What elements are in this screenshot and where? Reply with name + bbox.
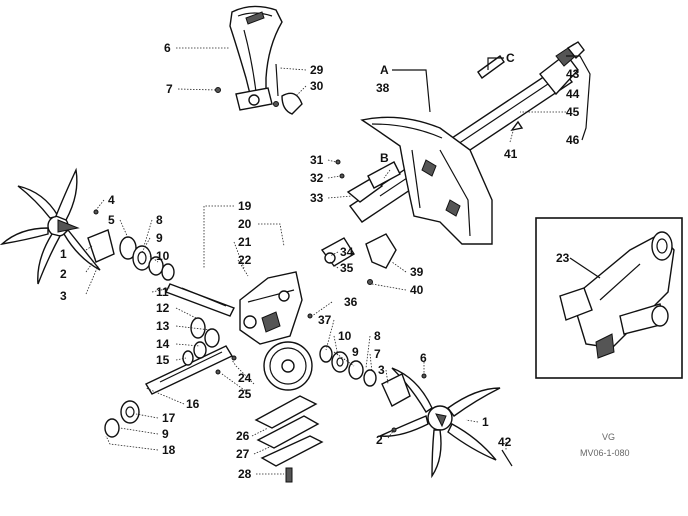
callout-45: 45 bbox=[566, 105, 580, 119]
callout-labels: A B C 1 1 2 2 3 3 4 5 6 6 7 7 8 8 9 9 9 … bbox=[60, 41, 580, 481]
callout-9-right: 9 bbox=[352, 345, 359, 359]
callout-18: 18 bbox=[162, 443, 176, 457]
worm-gear bbox=[263, 341, 313, 391]
callout-4: 4 bbox=[108, 193, 115, 207]
callout-23: 23 bbox=[556, 251, 570, 265]
handle-screw bbox=[273, 63, 279, 107]
callout-8-right: 8 bbox=[374, 329, 381, 343]
debris-shield bbox=[360, 116, 493, 245]
left-bearing-stack bbox=[93, 209, 220, 438]
left-tine bbox=[0, 167, 101, 285]
callout-2-right: 2 bbox=[376, 433, 383, 447]
callout-7-right: 7 bbox=[374, 347, 381, 361]
callout-30: 30 bbox=[310, 79, 324, 93]
callout-36: 36 bbox=[344, 295, 358, 309]
callout-44: 44 bbox=[566, 87, 580, 101]
drain-plug bbox=[285, 467, 293, 483]
callout-19: 19 bbox=[238, 199, 252, 213]
callout-A: A bbox=[380, 63, 389, 77]
callout-5: 5 bbox=[108, 213, 115, 227]
callout-10-left: 10 bbox=[156, 249, 170, 263]
worm-shaft bbox=[165, 283, 235, 317]
callout-11: 11 bbox=[156, 285, 169, 299]
handle-clip bbox=[281, 92, 303, 115]
ref-code-line-1: VG bbox=[602, 432, 615, 442]
callout-43: 43 bbox=[566, 67, 580, 81]
callout-38: 38 bbox=[376, 81, 390, 95]
callout-9-left: 9 bbox=[156, 231, 163, 245]
inset-detail bbox=[535, 217, 683, 379]
gearbox-housing bbox=[239, 271, 303, 345]
callout-46: 46 bbox=[566, 133, 580, 147]
callout-9-lower: 9 bbox=[162, 427, 169, 441]
callout-6-top: 6 bbox=[164, 41, 171, 55]
callout-26: 26 bbox=[236, 429, 250, 443]
cable-clip bbox=[510, 120, 524, 132]
callout-25: 25 bbox=[238, 387, 252, 401]
callout-1-left: 1 bbox=[60, 247, 67, 261]
callout-29: 29 bbox=[310, 63, 324, 77]
callout-3-left: 3 bbox=[60, 289, 67, 303]
callout-14: 14 bbox=[156, 337, 170, 351]
callout-42: 42 bbox=[498, 435, 512, 449]
callout-27: 27 bbox=[236, 447, 250, 461]
callout-32: 32 bbox=[310, 171, 324, 185]
callout-12: 12 bbox=[156, 301, 170, 315]
handle-grip bbox=[229, 5, 283, 111]
callout-20: 20 bbox=[238, 217, 252, 231]
callout-8-left: 8 bbox=[156, 213, 163, 227]
callout-13: 13 bbox=[156, 319, 170, 333]
callout-22: 22 bbox=[238, 253, 252, 267]
callout-41: 41 bbox=[504, 147, 518, 161]
callout-B: B bbox=[380, 151, 389, 165]
gasket-plates bbox=[254, 395, 324, 467]
callout-40: 40 bbox=[410, 283, 424, 297]
callout-2-left: 2 bbox=[60, 267, 67, 281]
callout-39: 39 bbox=[410, 265, 424, 279]
callout-35: 35 bbox=[340, 261, 354, 275]
callout-C: C bbox=[506, 51, 515, 65]
tine-hub-right bbox=[381, 373, 513, 467]
leader-lines bbox=[85, 47, 601, 475]
callout-10-right: 10 bbox=[338, 329, 352, 343]
tine-hub-left bbox=[87, 229, 115, 263]
handle-bolt bbox=[215, 87, 221, 93]
reference-code: VG MV06-1-080 bbox=[580, 432, 630, 458]
tube-sleeve bbox=[367, 161, 401, 189]
callout-15: 15 bbox=[156, 353, 170, 367]
callout-21: 21 bbox=[238, 235, 252, 249]
callout-31: 31 bbox=[310, 153, 324, 167]
callout-6-right: 6 bbox=[420, 351, 427, 365]
ref-code-line-2: MV06-1-080 bbox=[580, 448, 630, 458]
callout-37: 37 bbox=[318, 313, 332, 327]
lower-shaft bbox=[145, 345, 233, 395]
callout-24: 24 bbox=[238, 371, 252, 385]
callout-17: 17 bbox=[162, 411, 176, 425]
right-bearing-stack bbox=[215, 313, 377, 387]
callout-33: 33 bbox=[310, 191, 324, 205]
callout-34: 34 bbox=[340, 245, 354, 259]
callout-16: 16 bbox=[186, 397, 200, 411]
callout-1-right: 1 bbox=[482, 415, 489, 429]
callout-3-right: 3 bbox=[378, 363, 385, 377]
callout-7-top: 7 bbox=[166, 82, 173, 96]
callout-28: 28 bbox=[238, 467, 252, 481]
bracket-clip bbox=[365, 233, 397, 285]
